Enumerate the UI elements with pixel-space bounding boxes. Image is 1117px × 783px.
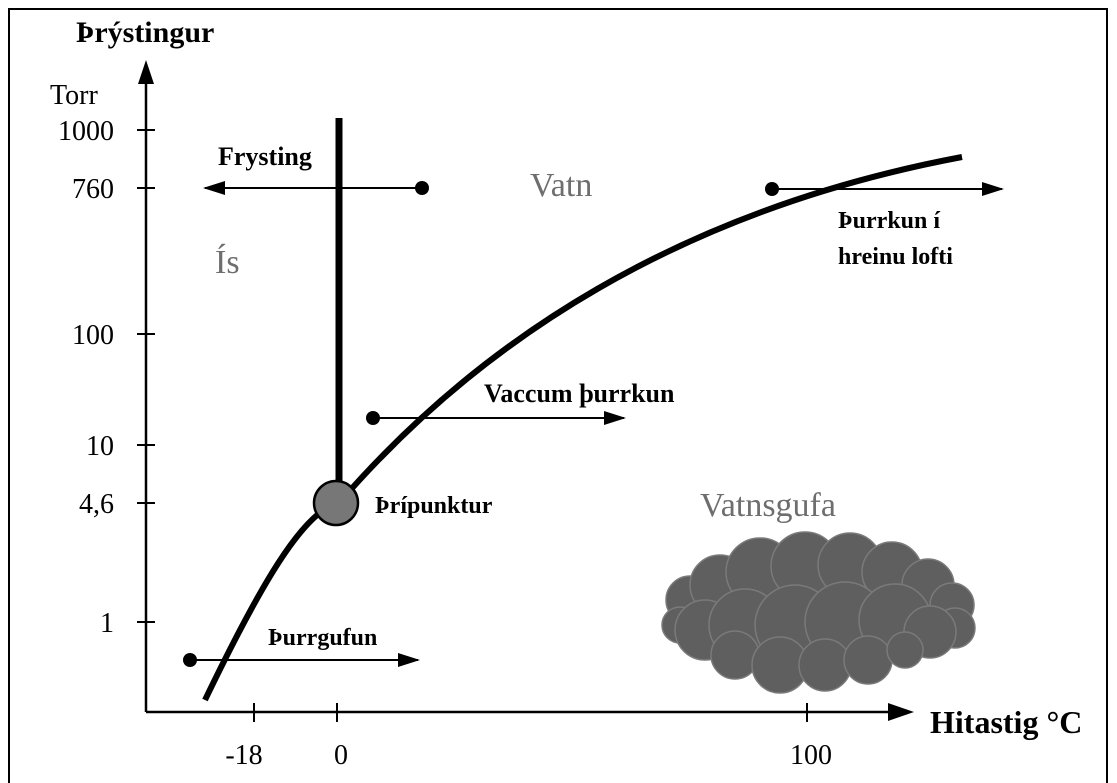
x-tick-label-minus-18: -18 [225, 740, 262, 771]
phase-boundary-curve [202, 154, 963, 702]
vapor-cloud-icon [661, 531, 976, 694]
label-triple-point: Þrípunktur [375, 493, 493, 519]
x-axis-title: Hitastig °C [930, 704, 1082, 740]
sublimation-start-dot [183, 653, 197, 667]
label-freezing: Frysting [218, 142, 312, 171]
clean-air-drying-arrow [765, 182, 1004, 196]
figure-frame [8, 8, 1108, 783]
x-tick-label-0: 0 [334, 740, 348, 771]
label-sublimation: Þurrgufun [268, 625, 377, 651]
vacuum-drying-start-dot [366, 411, 380, 425]
x-tick-marks [253, 703, 808, 722]
y-tick-marks [137, 129, 155, 623]
clean-air-drying-start-dot [765, 182, 779, 196]
region-label-ice: Ís [215, 244, 240, 281]
freezing-arrow [203, 181, 429, 195]
y-tick-label-760: 760 [72, 174, 114, 205]
y-axis-arrowhead [138, 60, 154, 84]
y-tick-label-1: 1 [100, 608, 114, 639]
y-axis [138, 60, 154, 712]
y-tick-label-100: 100 [72, 320, 114, 351]
label-vacuum-drying: Vaccum þurrkun [484, 379, 675, 408]
freezing-start-dot [415, 181, 429, 195]
label-clean-air-drying-line1: Þurrkun í [838, 208, 940, 234]
y-tick-label-4-6: 4,6 [79, 489, 114, 520]
x-axis [146, 703, 914, 721]
region-label-water: Vatn [530, 167, 592, 204]
y-tick-label-1000: 1000 [58, 116, 114, 147]
x-axis-arrowhead [888, 703, 914, 721]
region-label-vapor: Vatnsgufa [700, 487, 836, 524]
triple-point-marker [312, 479, 360, 527]
y-tick-label-10: 10 [86, 431, 114, 462]
label-clean-air-drying-line2: hreinu lofti [838, 244, 953, 270]
sublimation-arrow [183, 653, 420, 667]
x-tick-label-100: 100 [790, 740, 832, 771]
vacuum-drying-arrow [366, 411, 626, 425]
y-axis-title: Þrýstingur [76, 16, 214, 49]
y-axis-unit: Torr [50, 80, 98, 111]
